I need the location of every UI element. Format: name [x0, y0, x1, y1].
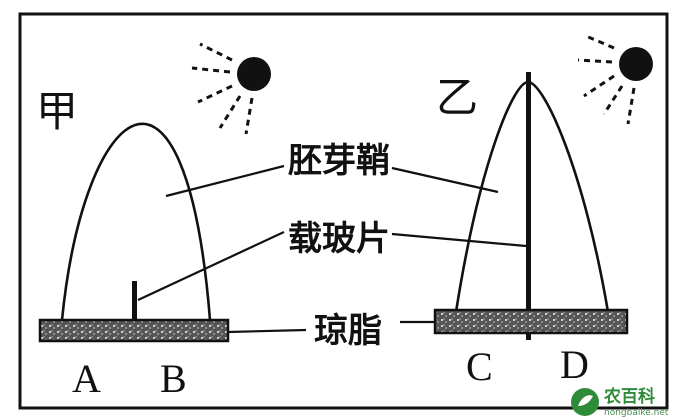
- mica-right: [526, 72, 531, 340]
- leader-mica-right: [391, 232, 527, 248]
- callout-mica: 载玻片: [288, 219, 390, 259]
- watermark-name: 农百科: [603, 386, 655, 407]
- leader-lines: [137, 164, 527, 334]
- sun-right-icon: [577, 34, 653, 125]
- callout-agar: 琼脂: [314, 311, 382, 351]
- watermark: 农百科 nongbaike.net: [571, 386, 669, 418]
- watermark-url: nongbaike.net: [604, 408, 669, 418]
- mica-left: [132, 281, 137, 341]
- sun-left-icon: [191, 42, 271, 135]
- agar-right: [433, 308, 629, 335]
- leader-coleoptile-right: [391, 166, 499, 194]
- agar-left: [38, 318, 230, 343]
- panel-left-title: 甲: [36, 87, 78, 136]
- leader-coleoptile-left: [165, 164, 285, 198]
- coleoptile-right: [454, 80, 610, 313]
- leader-agar-left: [227, 328, 307, 334]
- label-c: C: [466, 344, 493, 389]
- diagram-frame: [18, 12, 669, 410]
- coleoptile-left: [60, 122, 212, 321]
- label-b: B: [160, 356, 187, 401]
- label-d: D: [560, 342, 589, 387]
- leader-mica-left: [137, 231, 285, 301]
- panel-right-title: 乙: [436, 73, 478, 122]
- label-a: A: [72, 356, 101, 401]
- callout-coleoptile: 胚芽鞘: [288, 141, 390, 181]
